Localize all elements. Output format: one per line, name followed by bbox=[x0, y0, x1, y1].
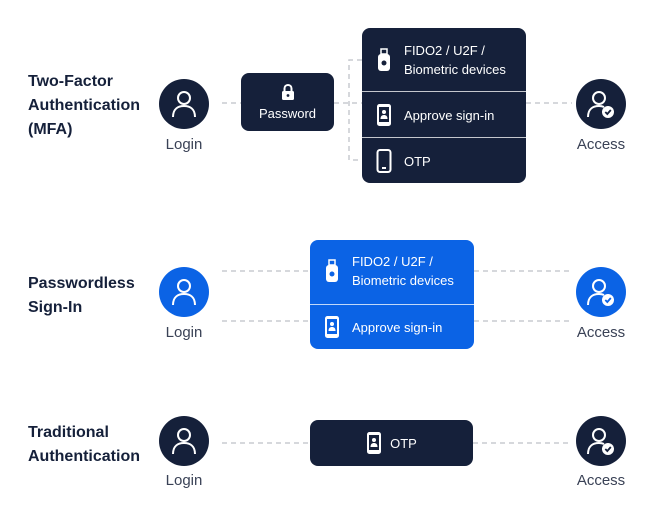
mfa-methods-box: FIDO2 / U2F / Biometric devices Approve … bbox=[362, 28, 526, 183]
login-label: Login bbox=[165, 136, 203, 153]
login-node-traditional bbox=[159, 416, 209, 466]
lock-icon bbox=[241, 84, 334, 101]
row-title-passwordless: Passwordless Sign-In bbox=[28, 275, 135, 316]
connector-methods-bracket bbox=[348, 59, 362, 161]
usb-key-icon bbox=[372, 48, 396, 72]
method-label: OTP bbox=[390, 435, 417, 451]
phone-approve-icon bbox=[320, 315, 344, 339]
divider bbox=[362, 91, 526, 92]
password-box: Password bbox=[241, 73, 334, 131]
login-node-passwordless bbox=[159, 267, 209, 317]
otp-box: OTP bbox=[310, 420, 473, 466]
method-fido-passwordless: FIDO2 / U2F / Biometric devices bbox=[310, 251, 474, 291]
login-label: Login bbox=[165, 472, 203, 489]
access-node-traditional bbox=[576, 416, 626, 466]
smartphone-icon bbox=[372, 149, 396, 173]
usb-key-icon bbox=[320, 259, 344, 283]
user-icon bbox=[172, 91, 196, 118]
method-label: Approve sign-in bbox=[404, 107, 495, 123]
method-approve-passwordless: Approve sign-in bbox=[310, 314, 474, 340]
access-node-passwordless bbox=[576, 267, 626, 317]
access-label: Access bbox=[576, 324, 626, 341]
password-label: Password bbox=[258, 106, 317, 121]
phone-approve-icon bbox=[366, 431, 382, 455]
method-otp-mfa: OTP bbox=[362, 148, 526, 174]
method-label: Approve sign-in bbox=[352, 319, 443, 335]
user-icon bbox=[172, 428, 196, 455]
method-label: OTP bbox=[404, 153, 431, 169]
access-label: Access bbox=[576, 472, 626, 489]
divider bbox=[310, 304, 474, 305]
method-fido-mfa: FIDO2 / U2F / Biometric devices bbox=[362, 40, 526, 80]
user-check-icon bbox=[587, 428, 614, 455]
user-check-icon bbox=[587, 279, 614, 306]
row-title-traditional: Traditional Authentication bbox=[28, 424, 140, 465]
access-node-mfa bbox=[576, 79, 626, 129]
login-label: Login bbox=[165, 324, 203, 341]
row-title-mfa: Two-Factor Authentication (MFA) bbox=[28, 73, 140, 138]
method-label: FIDO2 / U2F / Biometric devices bbox=[352, 254, 454, 288]
method-approve-mfa: Approve sign-in bbox=[362, 102, 526, 128]
passwordless-methods-box: FIDO2 / U2F / Biometric devices Approve … bbox=[310, 240, 474, 349]
user-icon bbox=[172, 279, 196, 306]
phone-approve-icon bbox=[372, 103, 396, 127]
method-label: FIDO2 / U2F / Biometric devices bbox=[404, 43, 506, 77]
access-label: Access bbox=[576, 136, 626, 153]
user-check-icon bbox=[587, 91, 614, 118]
login-node-mfa bbox=[159, 79, 209, 129]
method-otp-traditional: OTP bbox=[310, 431, 473, 455]
divider bbox=[362, 137, 526, 138]
